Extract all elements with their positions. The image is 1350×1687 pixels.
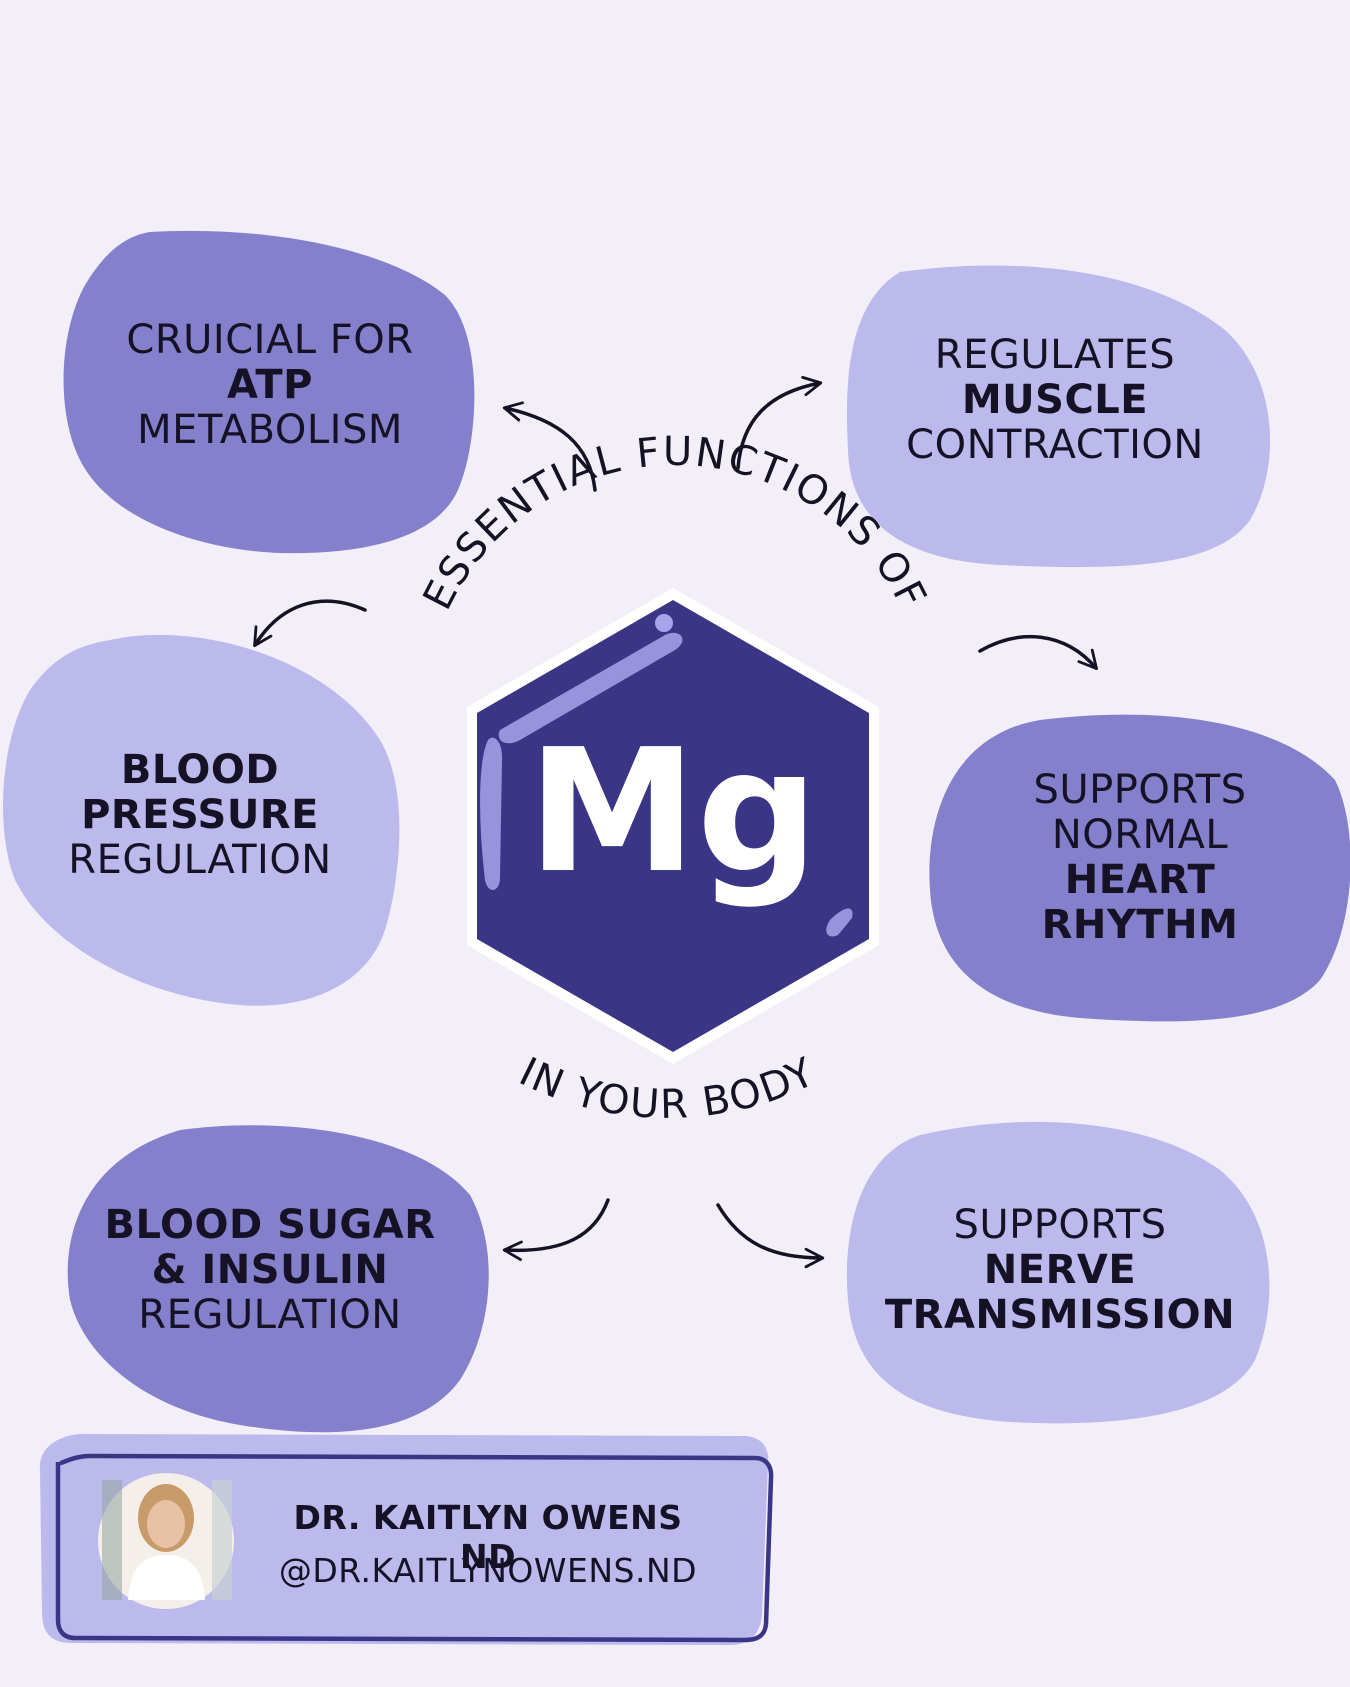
function-sugar-line-3: REGULATION — [138, 1291, 402, 1338]
blob-nerve — [846, 1121, 1270, 1424]
arrow-to-atp — [502, 401, 597, 492]
function-nerve-line-1: SUPPORTS — [953, 1201, 1167, 1248]
function-muscle-line-2: MUSCLE — [961, 376, 1149, 423]
function-atp-line-2: ATP — [227, 361, 313, 408]
function-heart-line-1: SUPPORTS — [1033, 767, 1247, 813]
author-handle[interactable]: @DR.KAITLYNOWENS.ND — [278, 1551, 698, 1590]
arrow-to-muscle — [736, 375, 823, 470]
function-bp-line-3: REGULATION — [68, 836, 332, 883]
blob-muscle — [846, 265, 1271, 568]
function-heart-line-3: HEART — [1064, 857, 1216, 903]
function-blood-pressure: BLOOD PRESSURE REGULATION — [30, 745, 370, 885]
blob-blood-sugar — [67, 1125, 489, 1433]
function-muscle-line-1: REGULATES — [934, 331, 1176, 378]
arrow-to-blood-sugar — [502, 1198, 610, 1261]
function-nerve-line-2: NERVE — [983, 1246, 1137, 1293]
function-sugar-line-2: & INSULIN — [151, 1246, 389, 1293]
blob-heart — [929, 714, 1350, 1022]
arrow-to-nerve — [716, 1203, 825, 1269]
mg-symbol: Mg — [528, 713, 819, 911]
function-heart-line-4: RHYTHM — [1041, 902, 1239, 948]
function-heart-line-2: NORMAL — [1051, 812, 1229, 858]
function-atp-line-3: METABOLISM — [137, 406, 403, 453]
function-nerve-line-3: TRANSMISSION — [884, 1291, 1236, 1338]
avatar — [128, 1555, 205, 1600]
function-heart: SUPPORTS NORMAL HEART RHYTHM — [975, 768, 1305, 948]
author-name: DR. KAITLYN OWENS ND — [293, 1498, 683, 1576]
function-sugar-line-1: BLOOD SUGAR — [104, 1201, 436, 1248]
function-nerve: SUPPORTS NERVE TRANSMISSION — [865, 1200, 1255, 1340]
function-atp-line-1: CRUICIAL FOR — [126, 316, 414, 363]
function-bp-line-1: BLOOD — [120, 746, 280, 793]
mg-hexagon: Mg — [467, 588, 879, 1064]
function-atp: CRUICIAL FOR ATP METABOLISM — [90, 305, 450, 465]
arrow-to-heart — [978, 634, 1098, 671]
blob-blood-pressure — [3, 634, 400, 1006]
function-bp-line-2: PRESSURE — [81, 791, 319, 838]
function-muscle-line-3: CONTRACTION — [906, 421, 1204, 468]
function-blood-sugar: BLOOD SUGAR & INSULIN REGULATION — [80, 1200, 460, 1340]
author-card — [39, 1434, 774, 1645]
blob-atp — [63, 230, 475, 554]
function-muscle: REGULATES MUSCLE CONTRACTION — [860, 330, 1250, 470]
arrow-to-blood-pressure — [253, 599, 367, 648]
